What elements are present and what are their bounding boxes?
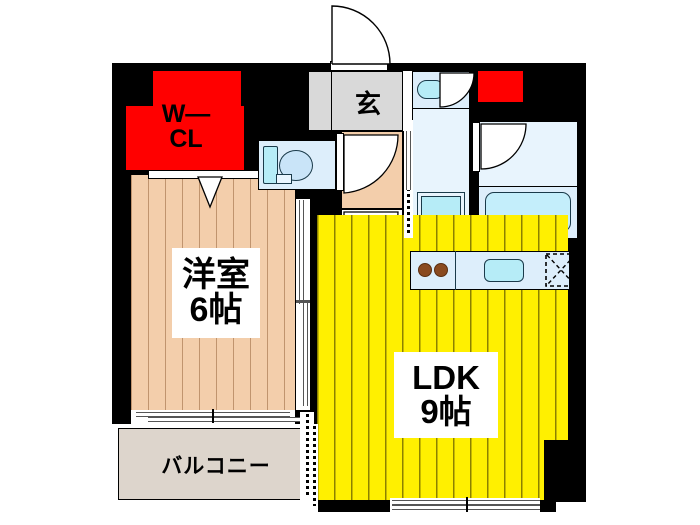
bath-door-leaf[interactable] <box>472 122 480 172</box>
window-mullion <box>212 409 214 423</box>
ldk-window-mullion <box>466 497 468 512</box>
balcony-label: バルコニー <box>161 455 271 478</box>
sliding-door-jamb-top <box>296 196 310 199</box>
bedroom-ldk-rail-a <box>299 200 304 304</box>
refrigerator-space <box>545 253 577 287</box>
wic-label-line2: CL <box>169 125 203 153</box>
balcony-floor <box>118 428 314 500</box>
walk-in-closet-ext <box>126 106 241 170</box>
toilet-seat-detail <box>276 174 292 184</box>
toilet-tank <box>263 146 278 184</box>
upper-closet-red <box>478 71 523 102</box>
bath-door-swing[interactable] <box>480 123 528 173</box>
closet-folding-door[interactable] <box>148 176 270 209</box>
entrance-door-swing[interactable] <box>328 4 392 66</box>
toilet-door-swing[interactable] <box>342 133 400 195</box>
kitchen-sink <box>484 259 524 282</box>
bedroom-balcony-window-rail2 <box>148 417 302 422</box>
sliding-door-jamb-mid <box>296 300 310 303</box>
bedroom-ldk-rail-b <box>303 300 308 406</box>
ldk-label-line2: 9帖 <box>420 393 472 430</box>
ldk-balcony-threshold-dots <box>306 414 309 498</box>
walk-in-closet-label: W— CL <box>138 96 234 158</box>
bedroom-label-line1: 洋室 <box>182 256 250 295</box>
bedroom-label-line2: 6帖 <box>189 291 243 329</box>
ldk-label: LDK 9帖 <box>394 352 498 438</box>
washroom-threshold-rail <box>406 122 411 190</box>
bedroom-label: 洋室 6帖 <box>172 248 260 338</box>
toilet-door-leaf[interactable] <box>336 133 344 191</box>
entrance-label: 玄 <box>354 88 381 119</box>
stove-burner-left <box>418 263 432 277</box>
entrance-hall-floor <box>331 71 403 131</box>
washroom-threshold-dots <box>407 188 410 236</box>
washroom-door-swing[interactable] <box>439 72 476 109</box>
ldk-floor-upper <box>317 215 403 500</box>
entrance-corridor-gap <box>403 71 412 131</box>
stove-burner-right <box>434 263 448 277</box>
balcony-right-dots <box>313 426 316 506</box>
ldk-notch <box>544 440 568 500</box>
ldk-label-line1: LDK <box>412 359 480 397</box>
bedroom-floor <box>131 175 295 410</box>
wic-label-line1: W— <box>161 100 211 128</box>
kitchen-counter-divider <box>455 251 457 290</box>
